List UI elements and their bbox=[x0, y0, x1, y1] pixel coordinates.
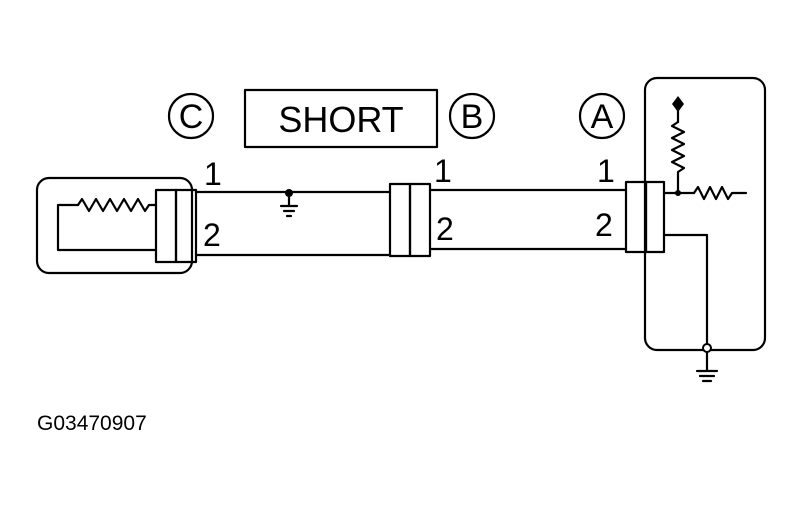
connector-a-body-2 bbox=[644, 180, 666, 254]
ground-junction-dot bbox=[702, 343, 712, 353]
connector-a-body bbox=[624, 180, 648, 254]
series-resistor-icon bbox=[692, 185, 748, 201]
figure-code: G03470907 bbox=[37, 412, 147, 435]
connector-c-pin2: 2 bbox=[203, 217, 221, 253]
connector-b-pin1: 1 bbox=[434, 153, 452, 189]
connector-b-pin2: 2 bbox=[436, 211, 454, 247]
connector-a-pin1: 1 bbox=[597, 153, 615, 189]
connector-a-letter: A bbox=[591, 98, 614, 136]
connector-c-letter: C bbox=[179, 98, 204, 136]
connector-b-body-2 bbox=[408, 182, 432, 258]
short-label: SHORT bbox=[278, 99, 403, 140]
connector-a-circle bbox=[578, 92, 626, 140]
junction-dot bbox=[675, 190, 681, 196]
left-internal-wire bbox=[56, 203, 158, 252]
ground-icon bbox=[695, 369, 719, 383]
connector-c-body bbox=[154, 188, 178, 264]
short-point-dot bbox=[285, 189, 293, 197]
connector-b-body bbox=[388, 182, 412, 258]
supply-terminal-icon bbox=[672, 96, 684, 112]
connector-c-pin1: 1 bbox=[204, 156, 222, 192]
connector-b-circle bbox=[448, 92, 496, 140]
left-component-housing bbox=[35, 176, 194, 275]
connector-c-body-2 bbox=[174, 188, 198, 264]
pullup-resistor-icon bbox=[670, 120, 686, 195]
pin2-internal-wire bbox=[662, 233, 709, 350]
left-resistor-icon bbox=[76, 197, 158, 213]
connector-a-pin2: 2 bbox=[595, 207, 613, 243]
short-label-box bbox=[243, 88, 439, 149]
connector-b-letter: B bbox=[461, 98, 484, 136]
connector-c-circle bbox=[167, 92, 215, 140]
